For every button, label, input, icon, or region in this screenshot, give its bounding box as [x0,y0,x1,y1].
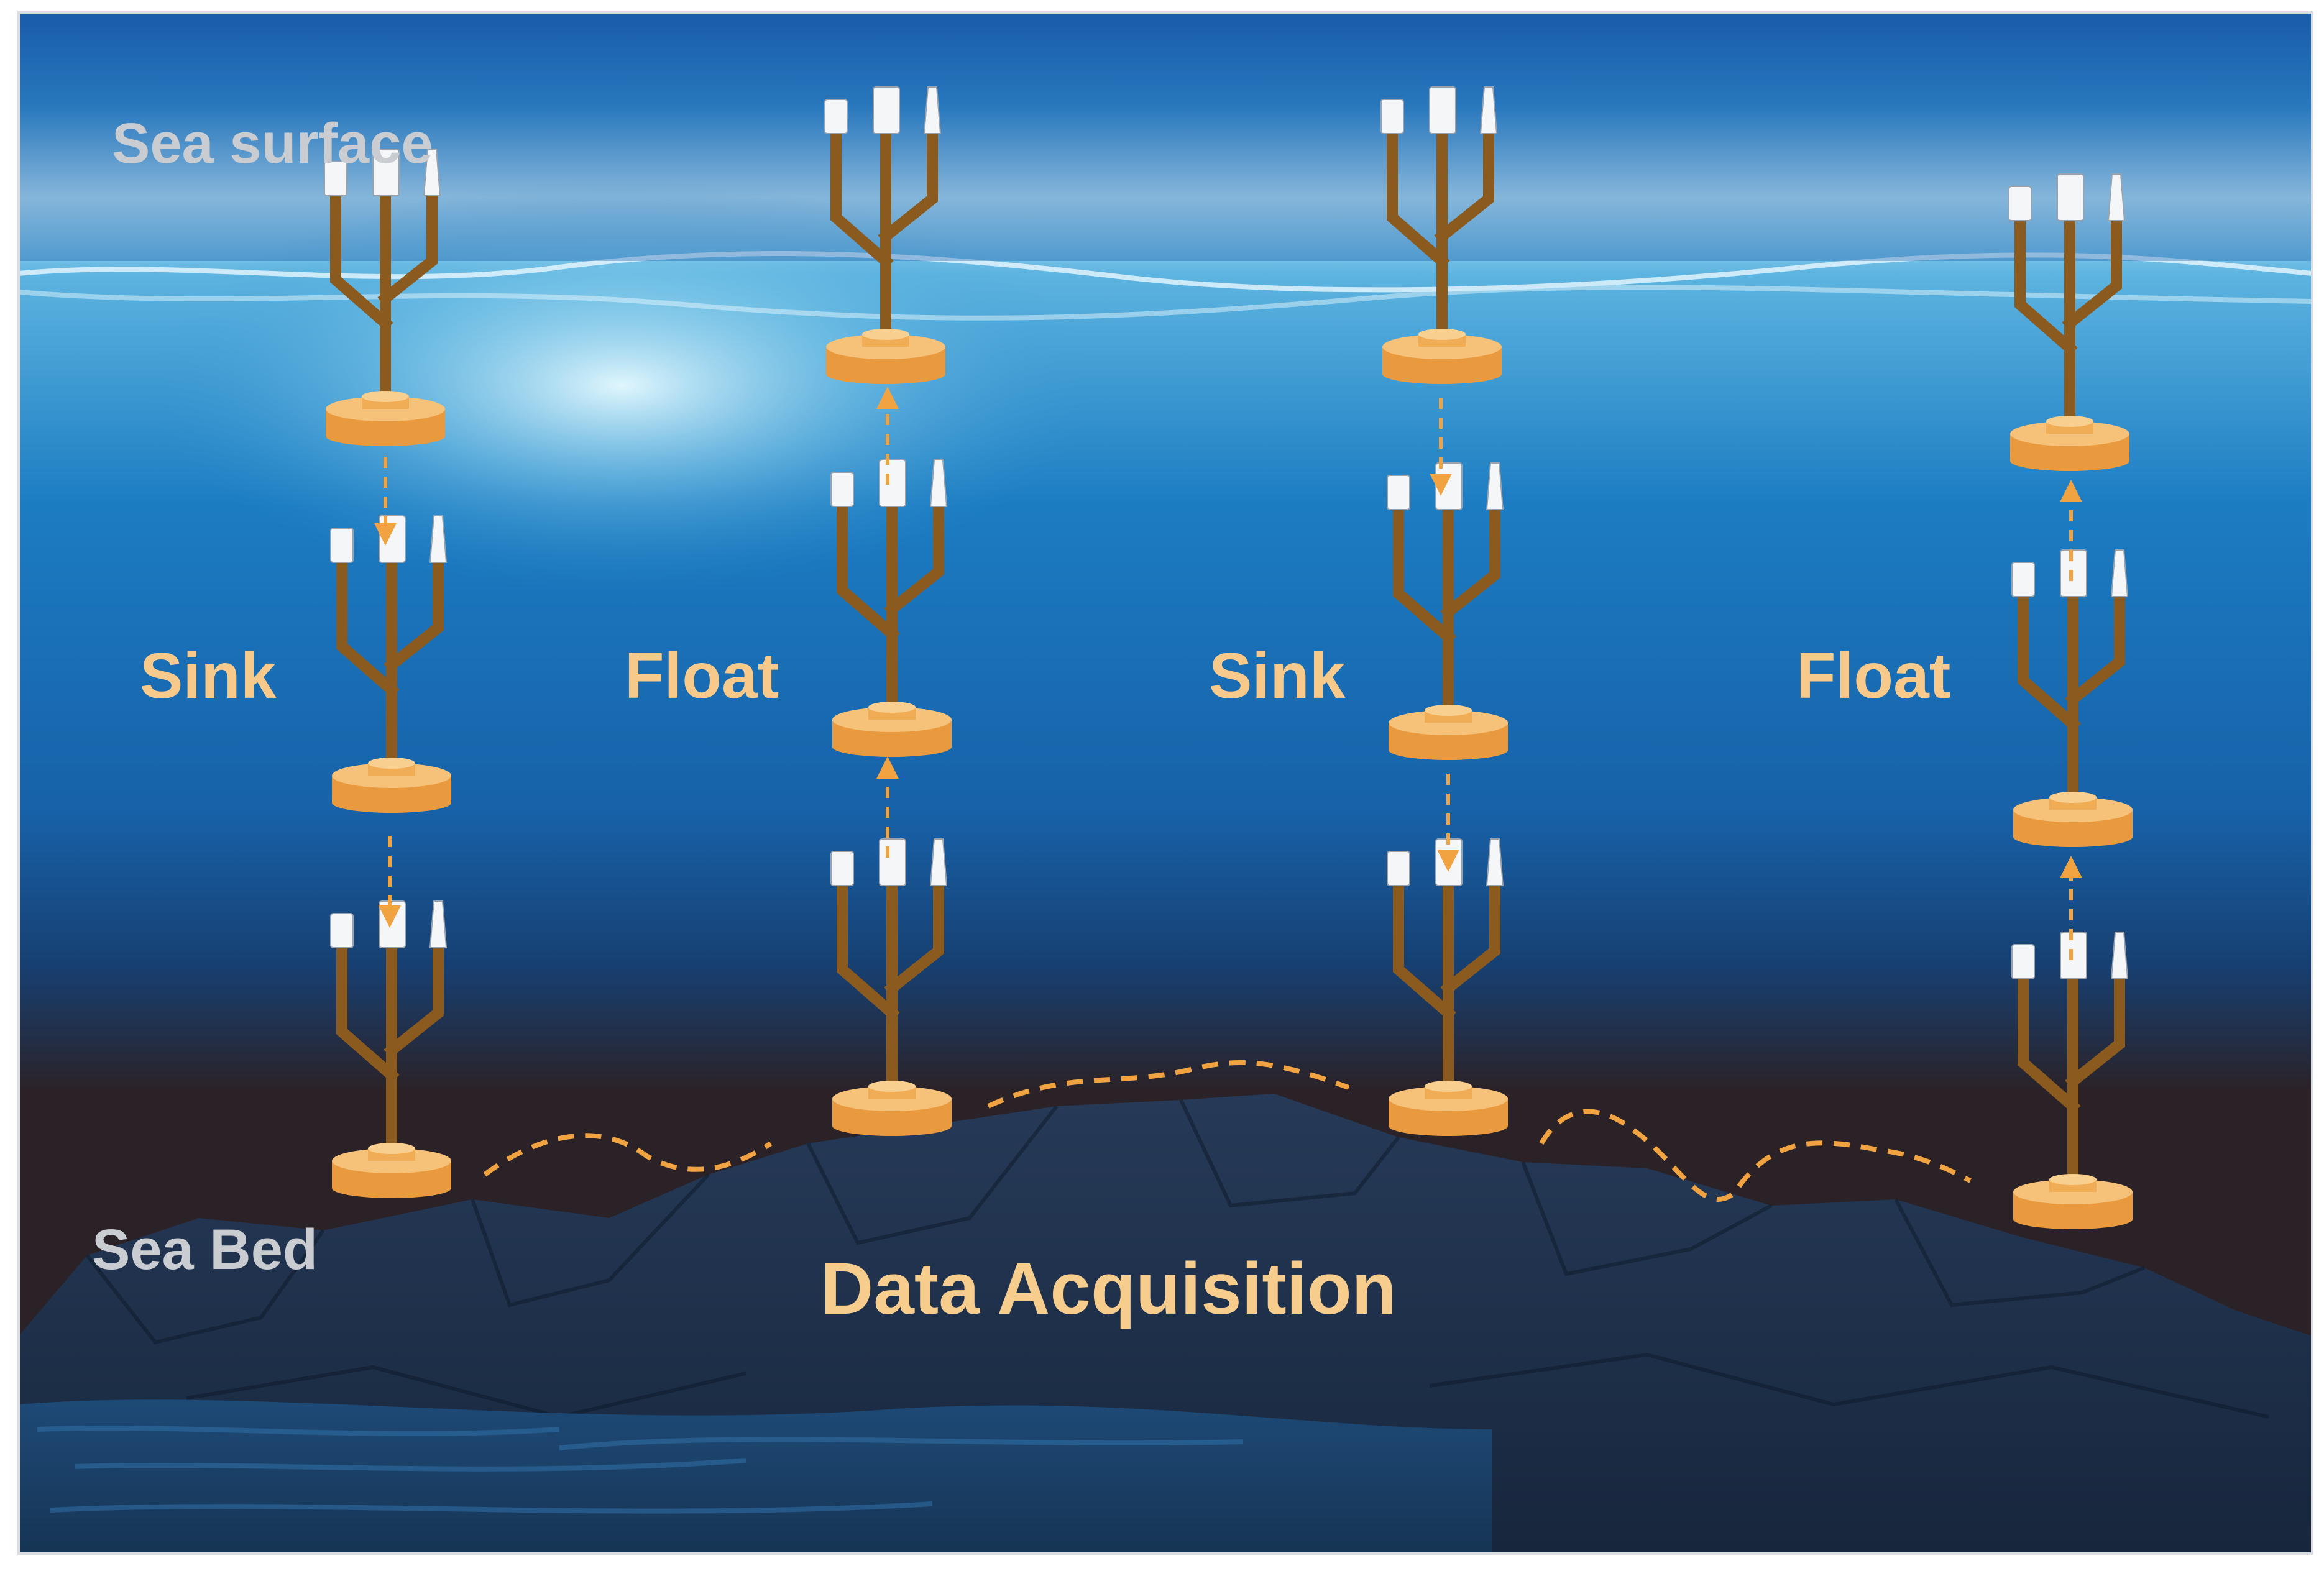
sand-streaks [37,1425,1244,1514]
phase-label-2: Float [625,640,779,712]
rock-facets [85,1099,2269,1419]
phase-label-3: Sink [1209,640,1346,712]
seabed-track [483,1060,1972,1202]
phase-label-4: Float [1796,640,1951,712]
upper-sea-band [19,12,2312,261]
sea-surface-label: Sea surface [112,112,433,175]
data-acquisition-label: Data Acquisition [820,1248,1397,1330]
sea-bed-sand [19,1399,1492,1554]
phase-label-1: Sink [140,640,277,712]
surface-waves [18,250,2313,321]
sea-bed-label: Sea Bed [92,1218,318,1281]
